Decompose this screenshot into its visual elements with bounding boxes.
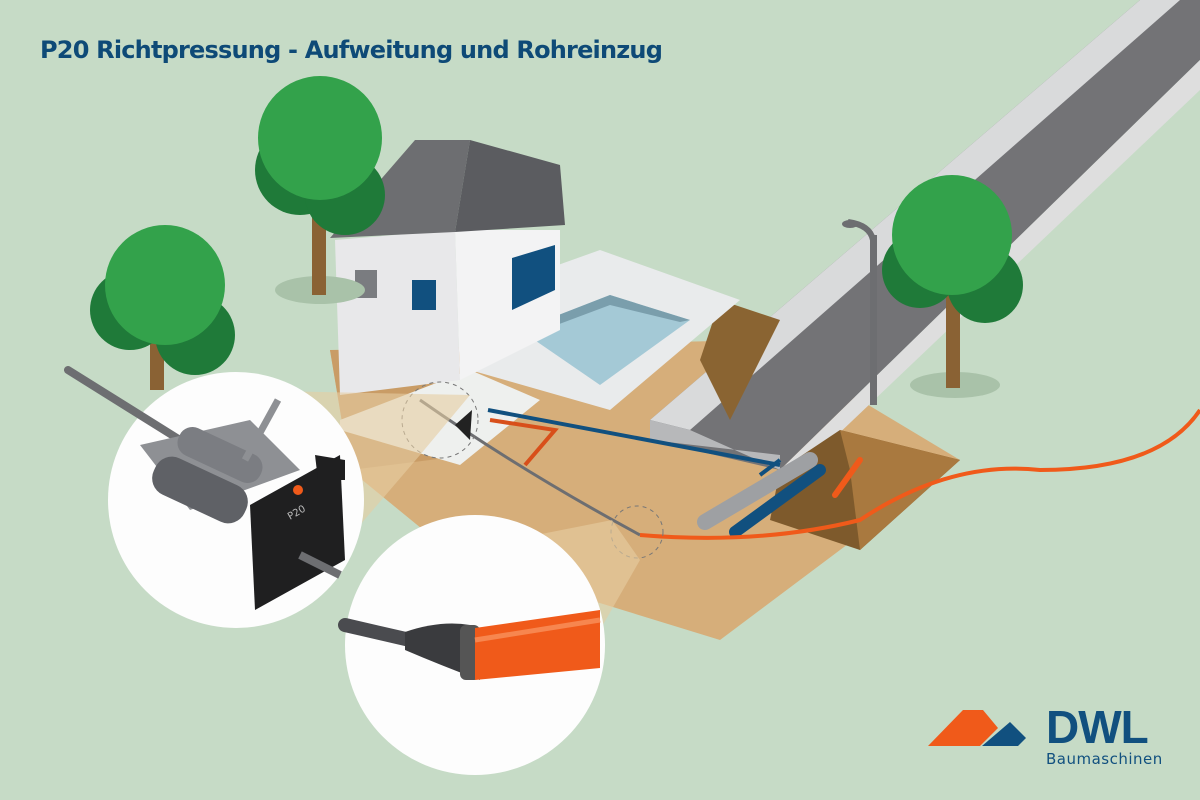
logo-wordmark: DWL [1046, 701, 1149, 753]
logo-subtitle: Baumaschinen [1046, 750, 1163, 768]
page-title: P20 Richtpressung - Aufweitung und Rohre… [40, 36, 663, 64]
house-front [335, 230, 460, 395]
logo-mark-icon [928, 710, 1026, 746]
orange-cable [639, 408, 1200, 540]
tree [255, 76, 385, 304]
grey-pipe [697, 452, 818, 530]
window [412, 280, 436, 310]
door [512, 245, 555, 310]
blue-pipe [487, 408, 781, 467]
tree [90, 225, 235, 390]
blue-pipe-pit [729, 464, 826, 538]
tree [882, 175, 1023, 398]
cable-detail-circle [338, 515, 605, 775]
street-lamp-icon [842, 219, 877, 405]
machine-detail-circle [64, 366, 364, 628]
excavation-pit [700, 300, 780, 420]
orange-pipe-house [489, 418, 559, 467]
dwl-logo: DWL Baumaschinen [928, 700, 1178, 780]
